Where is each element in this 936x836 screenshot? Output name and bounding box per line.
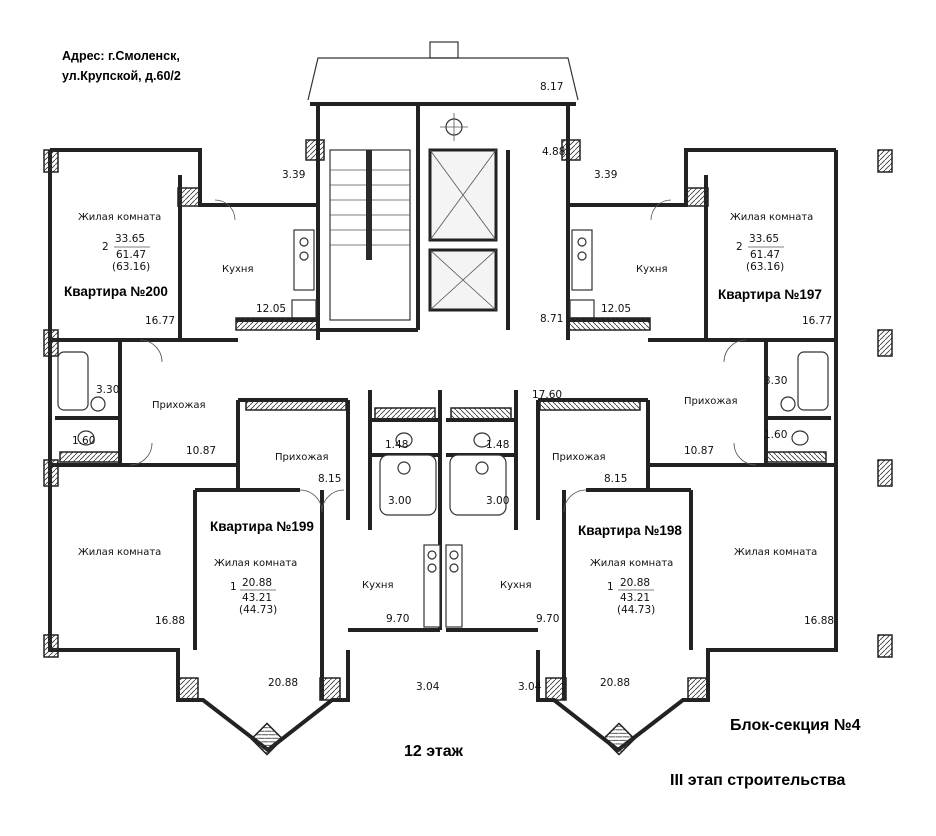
room-label: Кухня <box>222 264 254 275</box>
section-label: Блок-секция №4 <box>730 717 861 734</box>
room-label: Жилая комната <box>78 212 161 223</box>
area-value: 16.88 <box>155 615 185 627</box>
area-value: 9.70 <box>536 613 559 625</box>
area-value: 16.77 <box>802 315 832 327</box>
area-value: 3.00 <box>388 495 411 507</box>
room-count: 1 <box>607 581 614 593</box>
area-value: 3.00 <box>486 495 509 507</box>
header-text: Адрес: г.Смоленск, ул.Крупской, д.60/2 <box>62 49 181 83</box>
room-label: Жилая комната <box>590 558 673 569</box>
area-value: 12.05 <box>256 303 286 315</box>
room-label: Кухня <box>500 580 532 591</box>
total-area-with-balcony: (63.16) <box>112 261 150 273</box>
area-value: 8.17 <box>540 81 563 93</box>
area-value: 3.39 <box>594 169 617 181</box>
room-label: Кухня <box>362 580 394 591</box>
area-value: 3.30 <box>96 384 119 396</box>
room-label: Прихожая <box>552 452 606 463</box>
area-value: 8.15 <box>318 473 341 485</box>
total-area-with-balcony: (44.73) <box>239 604 277 616</box>
area-value: 16.88 <box>804 615 834 627</box>
room-count: 2 <box>102 241 109 253</box>
living-area: 33.65 <box>115 233 145 245</box>
area-value: 3.04 <box>518 681 542 693</box>
area-value: 8.15 <box>604 473 627 485</box>
area-value: 4.88 <box>542 146 565 158</box>
address-line-1: Адрес: г.Смоленск, <box>62 49 180 63</box>
apartment-label-199: Квартира №199 <box>210 519 314 534</box>
area-value: 17.60 <box>532 389 562 401</box>
footer-text: 12 этаж Блок-секция №4 III этап строител… <box>404 717 861 789</box>
stage-label: III этап строительства <box>670 772 845 789</box>
room-label: Прихожая <box>275 452 329 463</box>
living-area: 20.88 <box>620 577 650 589</box>
fixtures-right <box>445 229 829 628</box>
area-value: 3.39 <box>282 169 305 181</box>
area-value: 3.04 <box>416 681 440 693</box>
total-area: 61.47 <box>116 249 146 261</box>
fixtures-left <box>57 229 441 628</box>
area-value: 3.30 <box>764 375 787 387</box>
apartment-label-200: Квартира №200 <box>64 284 168 299</box>
room-label: Жилая комната <box>730 212 813 223</box>
stair-steps <box>330 169 410 246</box>
room-count: 1 <box>230 581 237 593</box>
total-area-with-balcony: (63.16) <box>746 261 784 273</box>
area-value: 1.48 <box>486 439 509 451</box>
area-value: 10.87 <box>186 445 216 457</box>
total-area: 43.21 <box>242 592 272 604</box>
room-label: Жилая комната <box>734 547 817 558</box>
area-value: 9.70 <box>386 613 409 625</box>
living-area: 20.88 <box>242 577 272 589</box>
room-label: Прихожая <box>152 400 206 411</box>
living-area: 33.65 <box>749 233 779 245</box>
apartment-label-198: Квартира №198 <box>578 523 682 538</box>
apartment-label-197: Квартира №197 <box>718 287 822 302</box>
area-value: 8.71 <box>540 313 563 325</box>
area-value: 1.60 <box>72 435 95 447</box>
room-count: 2 <box>736 241 743 253</box>
area-value: 1.48 <box>385 439 408 451</box>
total-area: 43.21 <box>620 592 650 604</box>
area-value: 12.05 <box>601 303 631 315</box>
area-value: 20.88 <box>600 677 630 689</box>
area-value: 1.60 <box>764 429 787 441</box>
room-label: Прихожая <box>684 396 738 407</box>
floor-label: 12 этаж <box>404 743 464 760</box>
area-value: 20.88 <box>268 677 298 689</box>
total-area: 61.47 <box>750 249 780 261</box>
address-line-2: ул.Крупской, д.60/2 <box>62 69 181 83</box>
room-label: Жилая комната <box>78 547 161 558</box>
room-labels: Жилая комната 2 33.65 61.47 (63.16) Квар… <box>64 81 834 693</box>
total-area-with-balcony: (44.73) <box>617 604 655 616</box>
room-label: Кухня <box>636 264 668 275</box>
area-value: 16.77 <box>145 315 175 327</box>
door-swings <box>129 199 757 513</box>
area-value: 10.87 <box>684 445 714 457</box>
columns <box>43 139 893 756</box>
stair-lift-core <box>307 41 579 340</box>
room-label: Жилая комната <box>214 558 297 569</box>
walls-left <box>48 148 442 753</box>
